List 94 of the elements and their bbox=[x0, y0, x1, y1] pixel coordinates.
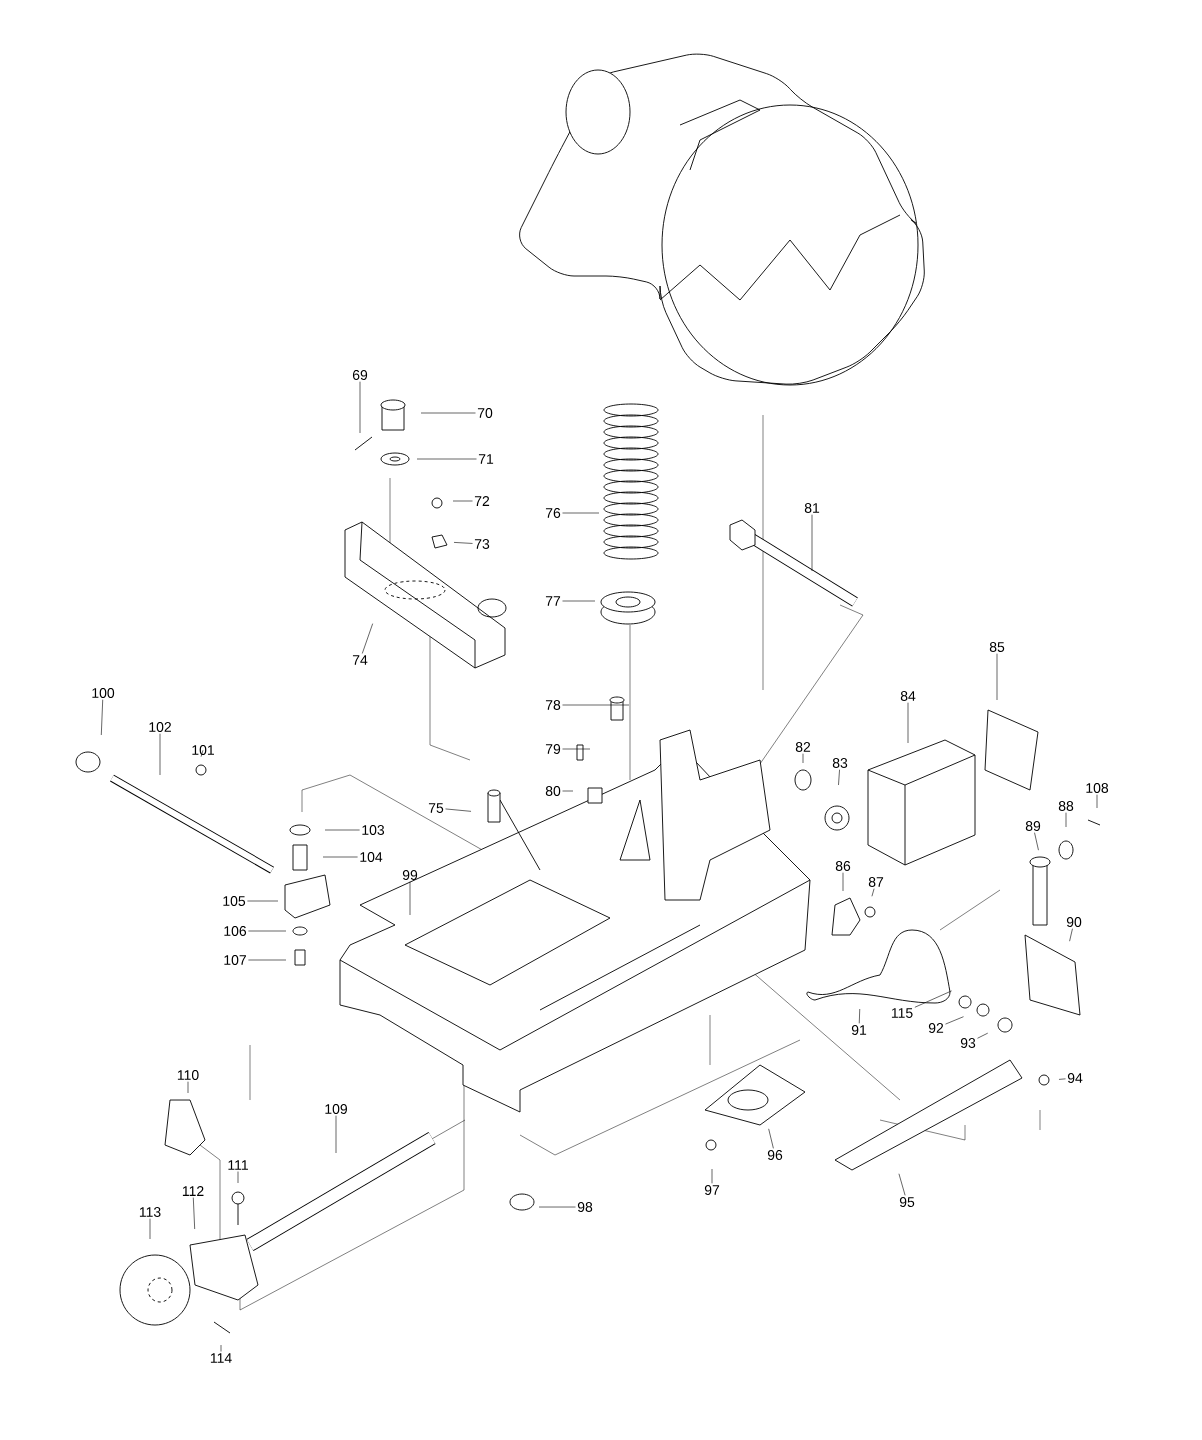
leader-line bbox=[858, 1008, 861, 1024]
callout-number: 74 bbox=[352, 655, 368, 665]
leader-line bbox=[335, 1115, 337, 1154]
callout-number: 75 bbox=[428, 803, 444, 813]
leader-line bbox=[1034, 832, 1039, 851]
leader-line bbox=[1096, 794, 1098, 809]
leader-line bbox=[811, 514, 813, 572]
callout-number: 89 bbox=[1025, 821, 1041, 831]
leader-line bbox=[1065, 812, 1067, 828]
leader-line bbox=[187, 1081, 189, 1094]
callout-number: 79 bbox=[545, 744, 561, 754]
leader-line bbox=[324, 829, 360, 831]
callout-number: 93 bbox=[960, 1038, 976, 1048]
callout-number: 70 bbox=[477, 408, 493, 418]
leader-line bbox=[562, 704, 630, 706]
leader-line bbox=[409, 881, 411, 916]
leader-line bbox=[322, 856, 358, 858]
leader-line bbox=[802, 753, 804, 764]
callout-number: 97 bbox=[704, 1185, 720, 1195]
leader-line bbox=[247, 900, 279, 902]
callout-number: 71 bbox=[478, 454, 494, 464]
leader-line bbox=[562, 512, 600, 514]
callout-number: 115 bbox=[891, 1008, 913, 1018]
leader-line bbox=[898, 1173, 906, 1196]
callout-number: 103 bbox=[362, 825, 385, 835]
leader-line bbox=[453, 542, 473, 544]
callout-number: 105 bbox=[223, 896, 246, 906]
leader-line bbox=[359, 381, 361, 434]
callout-number: 108 bbox=[1086, 783, 1109, 793]
callout-number: 98 bbox=[577, 1202, 593, 1212]
leader-line bbox=[248, 959, 287, 961]
callout-number: 76 bbox=[545, 508, 561, 518]
callout-number: 99 bbox=[402, 870, 418, 880]
leader-line bbox=[562, 748, 591, 750]
callout-number: 113 bbox=[139, 1207, 161, 1217]
leader-line bbox=[562, 790, 574, 792]
leader-line bbox=[562, 600, 596, 602]
callout-number: 82 bbox=[795, 742, 811, 752]
callout-number: 104 bbox=[360, 852, 383, 862]
callout-number: 85 bbox=[989, 642, 1005, 652]
leader-line bbox=[1058, 1078, 1066, 1080]
callout-number: 80 bbox=[545, 786, 561, 796]
callout-number: 96 bbox=[767, 1150, 783, 1160]
callout-number: 112 bbox=[182, 1186, 204, 1196]
leader-line bbox=[159, 733, 161, 776]
callout-number: 107 bbox=[224, 955, 246, 965]
leader-line bbox=[200, 750, 204, 757]
leader-line bbox=[838, 769, 840, 786]
callout-number: 94 bbox=[1067, 1073, 1083, 1083]
leader-line bbox=[101, 699, 104, 736]
callout-number: 106 bbox=[224, 926, 247, 936]
leader-line bbox=[420, 412, 476, 414]
callout-number: 102 bbox=[149, 722, 171, 732]
callout-number: 90 bbox=[1066, 917, 1082, 927]
leader-line bbox=[445, 808, 472, 812]
leader-line bbox=[193, 1197, 195, 1230]
callout-number: 84 bbox=[900, 691, 916, 701]
callout-number: 109 bbox=[325, 1104, 347, 1114]
callout-number: 100 bbox=[92, 688, 115, 698]
leader-line bbox=[945, 1016, 964, 1025]
callout-number: 86 bbox=[835, 861, 851, 871]
leader-line bbox=[907, 702, 909, 744]
leader-line bbox=[237, 1171, 239, 1184]
callout-number: 114 bbox=[210, 1353, 232, 1363]
callout-number: 110 bbox=[177, 1070, 199, 1080]
leader-line bbox=[871, 888, 875, 897]
callout-number: 83 bbox=[832, 758, 848, 768]
callout-number: 73 bbox=[474, 539, 490, 549]
leader-line bbox=[711, 1168, 713, 1184]
leader-line bbox=[452, 500, 473, 502]
leader-line bbox=[842, 872, 844, 892]
callout-number: 101 bbox=[192, 745, 214, 755]
leader-line bbox=[768, 1128, 774, 1149]
callout-number: 78 bbox=[545, 700, 561, 710]
leader-line bbox=[248, 930, 287, 932]
leader-line bbox=[220, 1344, 222, 1352]
leader-line bbox=[996, 653, 998, 701]
leader-line bbox=[1069, 928, 1073, 942]
callout-number: 88 bbox=[1058, 801, 1074, 811]
leader-line bbox=[914, 990, 952, 1008]
callout-number: 72 bbox=[474, 496, 490, 506]
leader-line bbox=[416, 458, 477, 460]
callout-number: 81 bbox=[804, 503, 820, 513]
callout-number: 77 bbox=[545, 596, 561, 606]
leader-line bbox=[538, 1206, 576, 1208]
callout-number: 87 bbox=[868, 877, 884, 887]
leader-line bbox=[361, 623, 373, 654]
leader-line bbox=[977, 1032, 989, 1039]
callout-number: 95 bbox=[899, 1197, 915, 1207]
callout-number: 69 bbox=[352, 370, 368, 380]
callout-number: 91 bbox=[851, 1025, 867, 1035]
leader-line bbox=[149, 1218, 151, 1240]
callout-number: 111 bbox=[228, 1160, 248, 1170]
callout-number: 92 bbox=[928, 1023, 944, 1033]
